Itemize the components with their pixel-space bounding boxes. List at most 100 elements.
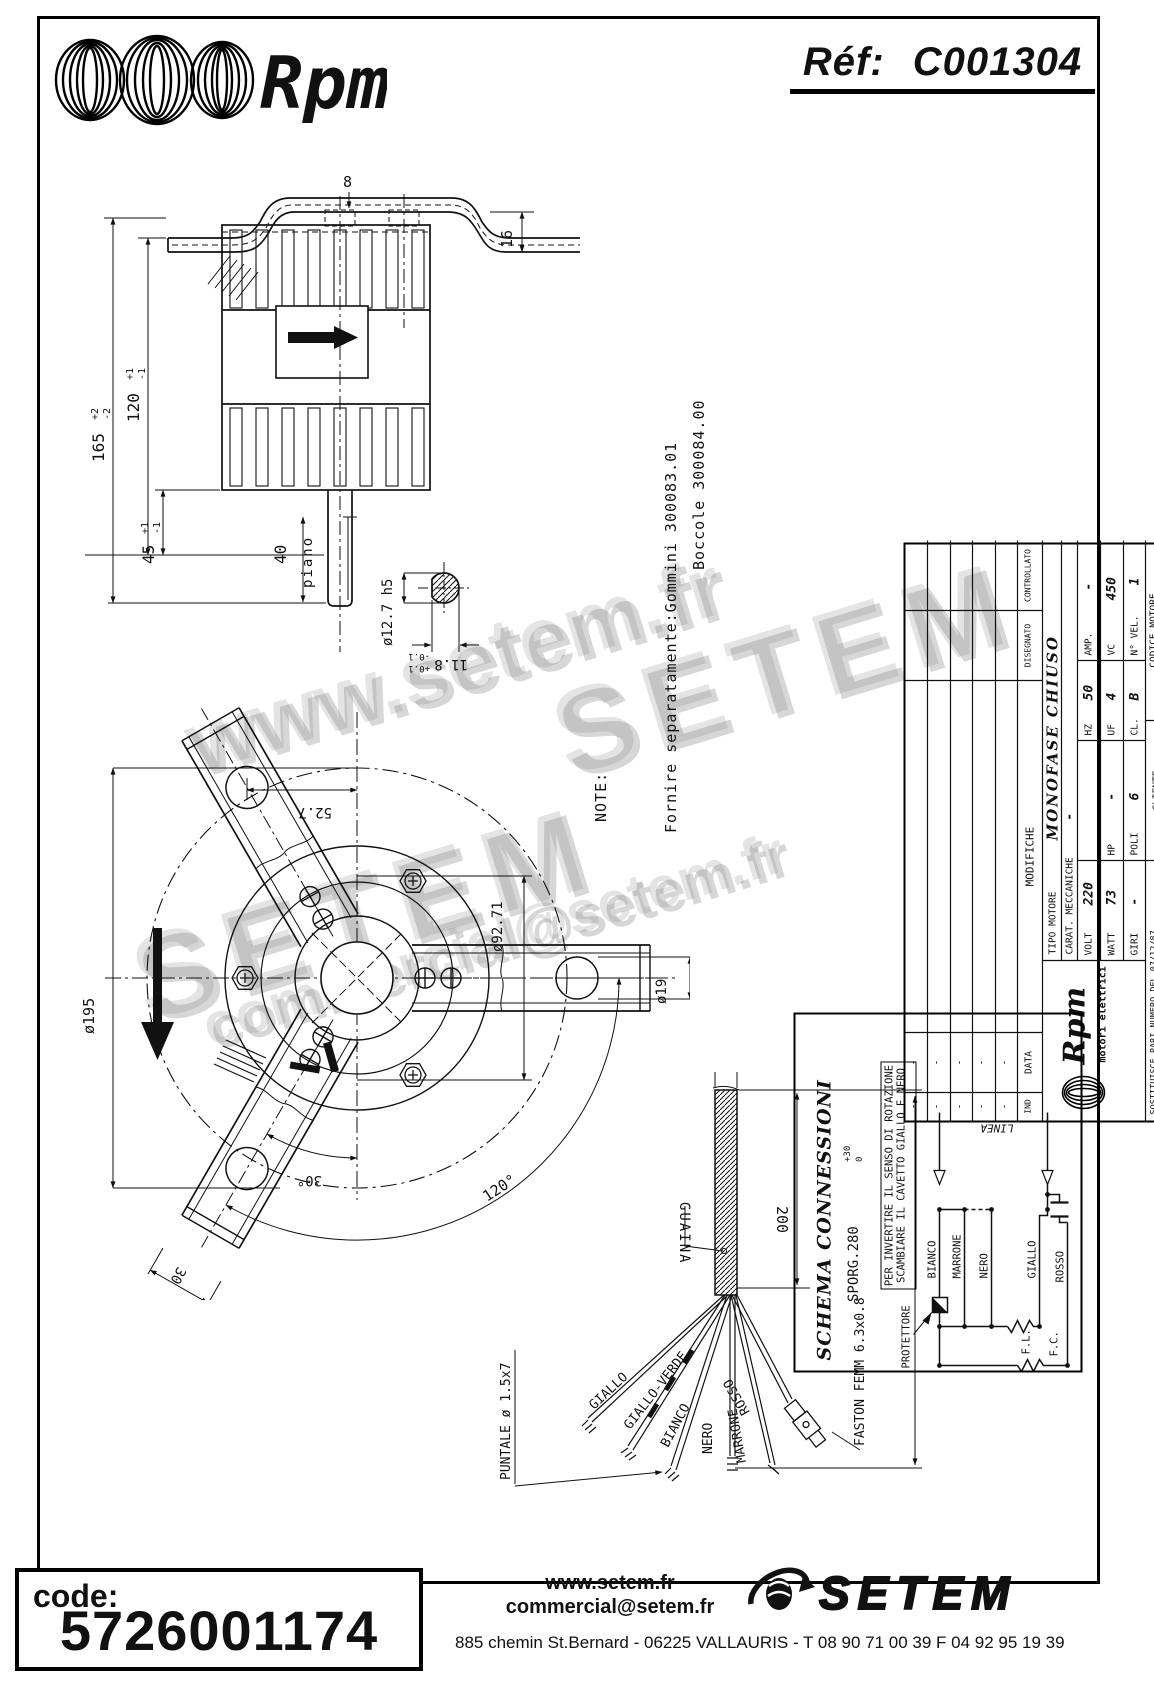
svg-text:+0.1: +0.1 [408, 663, 430, 673]
spec-amp-label: AMP. [1083, 632, 1095, 656]
label-faston: FASTON FEMM 6.3x0.8 [853, 1297, 868, 1446]
svg-text:0: 0 [855, 1157, 865, 1162]
svg-text:40: 40 [271, 545, 290, 564]
svg-text:ø195: ø195 [80, 998, 98, 1034]
spec-cl-label: CL. [1129, 718, 1141, 736]
label-marrone: MARRONE [726, 1407, 750, 1464]
svg-text:PUNTALE ø 1.5x7: PUNTALE ø 1.5x7 [499, 1363, 514, 1480]
setem-swoosh-icon [748, 1567, 815, 1610]
cable-drawing: GUAINA 200 GIALLO GIALLO-VERDE BIANCO NE… [499, 1072, 922, 1487]
wire-nero: NERO [979, 1253, 991, 1278]
svg-text:ø19: ø19 [654, 979, 670, 1004]
label-fl: F.L. [1021, 1329, 1033, 1354]
wire-rosso: ROSSO [1055, 1251, 1067, 1283]
title-block: - - - - - - - - - - IND DATA MODIFICHE D… [903, 540, 1154, 1123]
label-bianco: BIANCO [658, 1401, 693, 1450]
svg-text:165: 165 [89, 433, 108, 462]
spec-giri-value: - [1127, 897, 1143, 906]
spec-giri-label: GIRI [1129, 932, 1141, 956]
dim-120: 120 +1 -1 [124, 368, 148, 422]
drawing-border-frame [37, 16, 1100, 1584]
footer-website: www.setem.fr [545, 1572, 675, 1594]
label-puntale: PUNTALE ø 1.5x7 [499, 1363, 514, 1480]
svg-text:11.8: 11.8 [434, 656, 468, 672]
motor-side-view: 165 +2 -2 120 +1 -1 45 +1 -1 40 piano 8 … [85, 173, 580, 673]
spec-nvel-value: 1 [1127, 577, 1143, 586]
spec-amp-value: - [1081, 582, 1097, 591]
spec-nvel-label: N° VEL. [1129, 615, 1141, 656]
footer-email: commercial@setem.fr [505, 1596, 715, 1618]
dim-30deg: 30° [297, 1172, 322, 1188]
spec-vc-label: VC [1106, 644, 1118, 656]
fan-front-view: ø195 ø92.71 ø19 52.7 30° 120° 30 [80, 691, 690, 1300]
col-disegnato: DISEGNATO [1023, 623, 1033, 668]
spec-poli-label: POLI [1129, 832, 1141, 856]
svg-text:piano: piano [300, 536, 316, 588]
code-box: code: 5726001174 [15, 1568, 423, 1671]
svg-text:120: 120 [124, 393, 143, 422]
wire-giallo: GIALLO [1027, 1241, 1039, 1279]
fan-rotation-arrow [141, 928, 174, 1060]
svg-text:-0.1: -0.1 [408, 651, 430, 661]
cable-sheath [712, 1072, 740, 1296]
svg-text:LINEA: LINEA [980, 1122, 1013, 1135]
dim-sporg: SPORG.280 +30 0 [843, 1146, 865, 1302]
svg-text:52.7: 52.7 [298, 804, 332, 820]
svg-text:+1: +1 [125, 368, 136, 380]
svg-text:-1: -1 [152, 522, 163, 534]
svg-text:+2: +2 [90, 408, 101, 420]
ref-label: Réf: [802, 40, 885, 84]
svg-text:+1: +1 [140, 522, 151, 534]
setem-logo-text: SETEM [819, 1567, 1017, 1619]
svg-text:SPORG.280: SPORG.280 [846, 1226, 862, 1302]
rpm-coil-icon [54, 34, 255, 126]
svg-text:200: 200 [773, 1206, 791, 1233]
wire-marrone: MARRONE [952, 1234, 964, 1278]
svg-text:BIANCO: BIANCO [658, 1401, 693, 1450]
dim-200: 200 [773, 1206, 791, 1233]
ref-value: C001304 [912, 40, 1083, 84]
sostituisce: SOSTITUISCE PARI NUMERO DEL 07/12/87 [1149, 930, 1154, 1115]
motor-shaft [327, 490, 357, 607]
svg-text:ø92.71: ø92.71 [490, 901, 506, 952]
spec-cl-value: B [1127, 692, 1143, 701]
cable-wires [581, 1294, 793, 1482]
dim-8: 8 [343, 173, 352, 191]
svg-text:ø12.7 h5: ø12.7 h5 [380, 579, 396, 646]
rpm-logo-text: Rpm [260, 41, 387, 125]
dim-19: ø19 [654, 979, 670, 1004]
svg-text:MARRONE: MARRONE [726, 1407, 750, 1464]
code-value: 5726001174 [59, 1599, 379, 1662]
tb-coil-icon [1061, 1075, 1106, 1110]
dim-195: ø195 [80, 998, 98, 1034]
col-controllato: CONTROLLATO [1023, 549, 1033, 602]
wiring-schema: SCHEMA CONNESSIONI PER INVERTIRE IL SENS… [793, 1012, 1083, 1373]
dim-40: 40 [271, 545, 290, 564]
dim-165: 165 +2 -2 [89, 408, 113, 462]
schema-circuit: BIANCO MARRONE NERO GIALLO ROSSO PROTETT… [901, 1112, 1070, 1371]
rpm-logo: Rpm [54, 34, 387, 126]
svg-text:-2: -2 [102, 408, 113, 420]
label-guaina: GUAINA [676, 1202, 692, 1265]
dim-30lin: 30 [167, 1264, 189, 1286]
svg-text:FASTON FEMM 6.3x0.8: FASTON FEMM 6.3x0.8 [853, 1297, 868, 1446]
svg-text:45: 45 [139, 545, 158, 564]
footer-address: 885 chemin St.Bernard - 06225 VALLAURIS … [455, 1633, 1065, 1652]
svg-text:+30: +30 [843, 1146, 853, 1162]
reference-number: Réf: C001304 [790, 40, 1095, 94]
code-label: code: [33, 1578, 119, 1614]
title-block-grid [905, 540, 1154, 1121]
codice-motore-label: CODICE MOTORE [1148, 593, 1154, 668]
dim-16: 16 [498, 230, 516, 248]
wire-bianco: BIANCO [927, 1241, 939, 1279]
svg-text:30: 30 [167, 1264, 189, 1286]
dim-527: 52.7 [298, 804, 332, 820]
note-line2: Boccole 300084.00 [690, 399, 708, 570]
label-nero: NERO [701, 1423, 716, 1454]
spec-vc-value: 450 [1104, 577, 1120, 601]
svg-text:-1: -1 [137, 368, 148, 380]
setem-logo: SETEM [748, 1566, 1017, 1620]
spec-poli-value: 6 [1127, 792, 1143, 801]
label-protettore: PROTETTORE [901, 1305, 913, 1368]
